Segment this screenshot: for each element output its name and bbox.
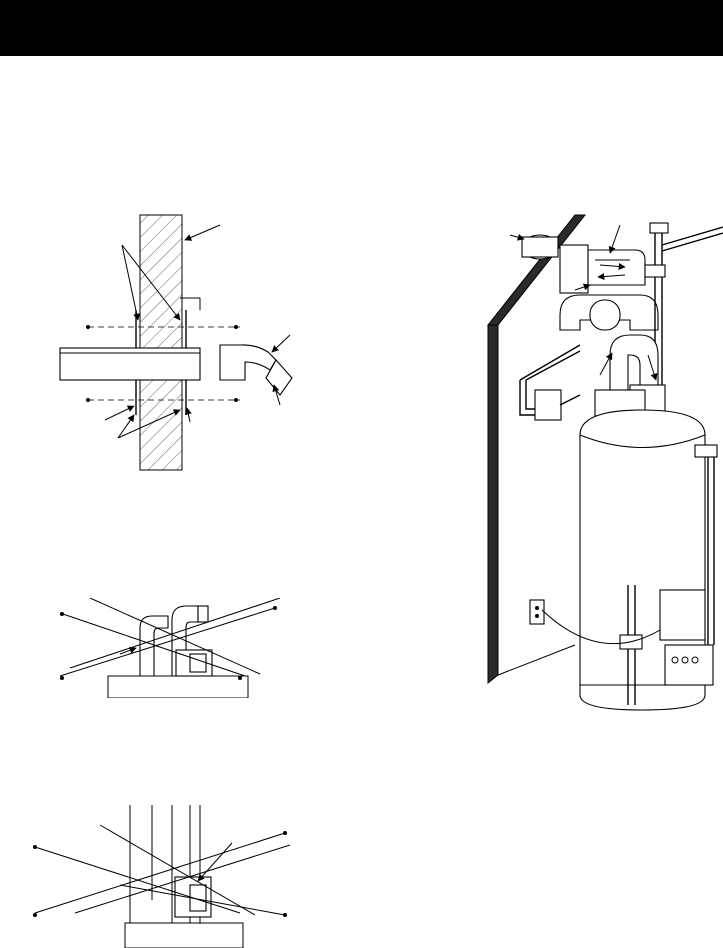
elbow-top-view-figure — [50, 598, 310, 698]
vertical-vent-top-view-figure — [30, 805, 300, 948]
water-heater-icon — [486, 214, 723, 711]
elbow-fitting-icon — [59, 598, 281, 698]
vertical-vent-icon — [33, 805, 291, 948]
wall-cross-section-icon — [59, 214, 293, 471]
wall-penetration-figure — [40, 210, 310, 475]
water-heater-installation-figure — [480, 205, 723, 715]
header-bar — [0, 0, 723, 56]
